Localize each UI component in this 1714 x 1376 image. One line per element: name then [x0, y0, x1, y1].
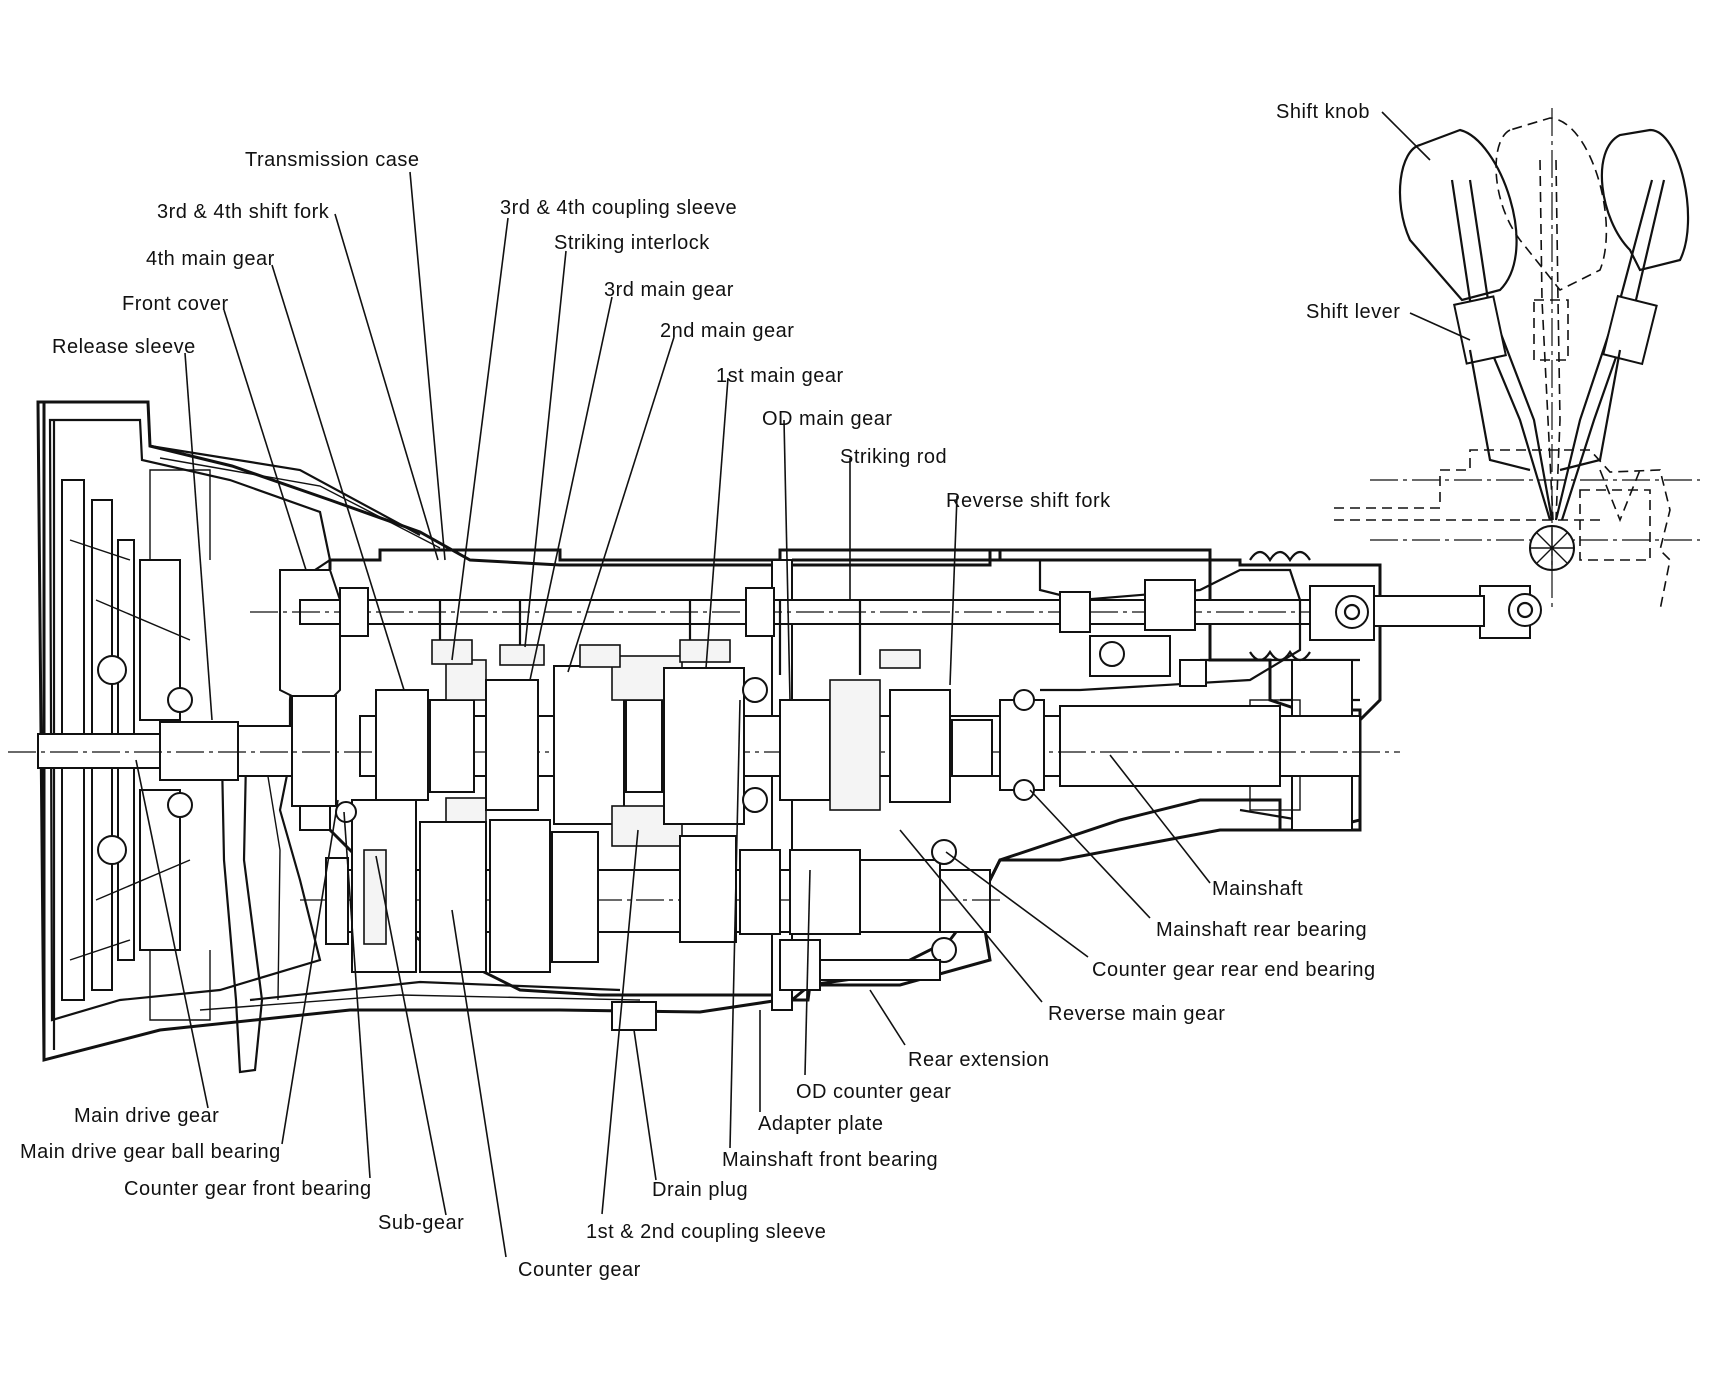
label-sub-gear: Sub-gear [378, 1212, 464, 1234]
label-counter-gear-rear-end-bearing: Counter gear rear end bearing [1092, 959, 1376, 981]
label-shift-lever: Shift lever [1306, 301, 1400, 323]
label-striking-interlock: Striking interlock [554, 232, 710, 254]
main-drive-gear-shape [291, 695, 337, 807]
label-1st-main-gear: 1st main gear [716, 365, 844, 387]
label-od-main-gear: OD main gear [762, 408, 893, 430]
label-4th-main-gear: 4th main gear [146, 248, 275, 270]
label-1st-2nd-coupling-sleeve: 1st & 2nd coupling sleeve [586, 1221, 826, 1243]
label-mainshaft-front-bearing: Mainshaft front bearing [722, 1149, 938, 1171]
label-shift-knob: Shift knob [1276, 101, 1370, 123]
label-mainshaft: Mainshaft [1212, 878, 1303, 900]
label-reverse-shift-fork: Reverse shift fork [946, 490, 1111, 512]
label-3rd-4th-shift-fork: 3rd & 4th shift fork [157, 201, 330, 223]
release-fork [220, 732, 264, 1074]
label-striking-rod: Striking rod [840, 446, 947, 468]
label-adapter-plate: Adapter plate [758, 1113, 883, 1135]
label-mainshaft-rear-bearing: Mainshaft rear bearing [1156, 919, 1367, 941]
label-front-cover: Front cover [122, 293, 229, 315]
transmission-case [328, 548, 1002, 570]
label-3rd-4th-coupling-sleeve: 3rd & 4th coupling sleeve [500, 197, 737, 219]
label-transmission-case: Transmission case [245, 149, 419, 171]
label-2nd-main-gear: 2nd main gear [660, 320, 794, 342]
shift-lever-assembly [1398, 108, 1690, 610]
label-main-drive-gear: Main drive gear [74, 1105, 219, 1127]
label-release-sleeve: Release sleeve [52, 336, 196, 358]
label-main-drive-gear-ball-bearing: Main drive gear ball bearing [20, 1141, 281, 1163]
label-drain-plug: Drain plug [652, 1179, 748, 1201]
label-reverse-main-gear: Reverse main gear [1048, 1003, 1225, 1025]
drain-plug-shape [611, 1001, 657, 1031]
mainshaft-gears [375, 655, 1045, 847]
label-counter-gear-front-bearing: Counter gear front bearing [124, 1178, 372, 1200]
label-rear-extension: Rear extension [908, 1049, 1050, 1071]
shift-mechanism [339, 449, 1700, 692]
label-3rd-main-gear: 3rd main gear [604, 279, 734, 301]
leader-lines [135, 111, 1471, 1258]
input-shaft [37, 733, 163, 769]
label-od-counter-gear: OD counter gear [796, 1081, 951, 1103]
callout-labels: Shift knob Shift lever Transmission case… [20, 101, 1400, 1281]
label-counter-gear: Counter gear [518, 1259, 641, 1281]
